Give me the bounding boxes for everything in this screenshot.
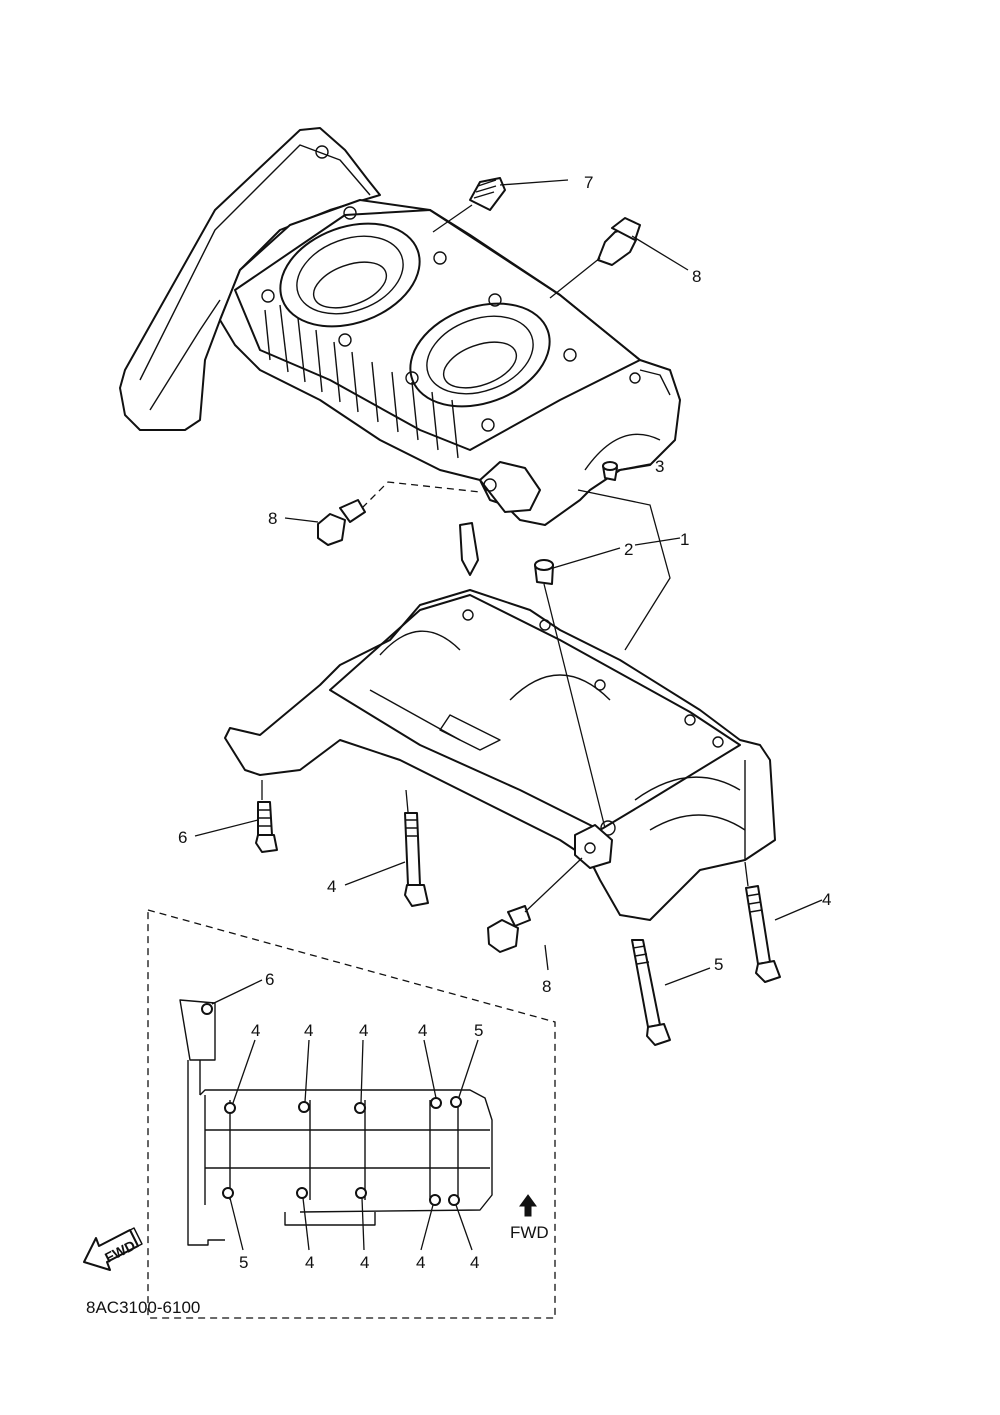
bolt-8-left: [317, 499, 366, 546]
inset-label-bottom-5: 5: [239, 1253, 248, 1272]
inset-label-bottom-4d: 4: [470, 1253, 479, 1272]
bolt-4-right: [745, 885, 781, 983]
inset-label-bottom-4a: 4: [305, 1253, 314, 1272]
bolt-8-guide: [361, 481, 481, 509]
callout-numbers: 7 8 3 2 1 8 6 4 8 5 4: [178, 173, 831, 996]
inset-label-top-4c: 4: [359, 1021, 368, 1040]
callout-4-center: 4: [327, 877, 336, 896]
bolt-6: [255, 801, 278, 853]
callout-2: 2: [624, 540, 633, 559]
bolt-8-lower: [487, 905, 531, 953]
callout-3: 3: [655, 457, 664, 476]
callout-4-right: 4: [822, 890, 831, 909]
upper-crankcase: [119, 127, 681, 526]
inset-label-bottom-4b: 4: [360, 1253, 369, 1272]
bolt-4-center: [404, 812, 429, 907]
callout-7: 7: [584, 173, 593, 192]
bolt-5: [631, 939, 671, 1046]
callout-1: 1: [680, 530, 689, 549]
leader-lines: [194, 179, 823, 986]
inset-label-top-4a: 4: [251, 1021, 260, 1040]
inset-label-bottom-4c: 4: [416, 1253, 425, 1272]
bolt-8-upper: [597, 217, 641, 266]
dowel-2: [534, 559, 554, 585]
inset-label-top-5: 5: [474, 1021, 483, 1040]
inset-label-top-4d: 4: [418, 1021, 427, 1040]
callout-6: 6: [178, 828, 187, 847]
bolt-pattern-inset: 6 4 4 4 4 5 5 4 4 4 4 FWD: [147, 909, 556, 1319]
stud-7: [469, 177, 506, 211]
inset-label-top-4b: 4: [304, 1021, 313, 1040]
fwd-up-arrow-icon: [519, 1194, 537, 1217]
callout-8-upper: 8: [692, 267, 701, 286]
lower-crankcase: [224, 522, 776, 921]
inset-fwd-label: FWD: [510, 1223, 549, 1242]
dowel-3: [602, 461, 618, 481]
callout-8-lower: 8: [542, 977, 551, 996]
fwd-direction-arrow-icon: FWD: [83, 1227, 143, 1271]
callout-8-left: 8: [268, 509, 277, 528]
inset-label-top-6: 6: [265, 970, 274, 989]
callout-5: 5: [714, 955, 723, 974]
diagram-code: 8AC3100-6100: [86, 1298, 200, 1317]
